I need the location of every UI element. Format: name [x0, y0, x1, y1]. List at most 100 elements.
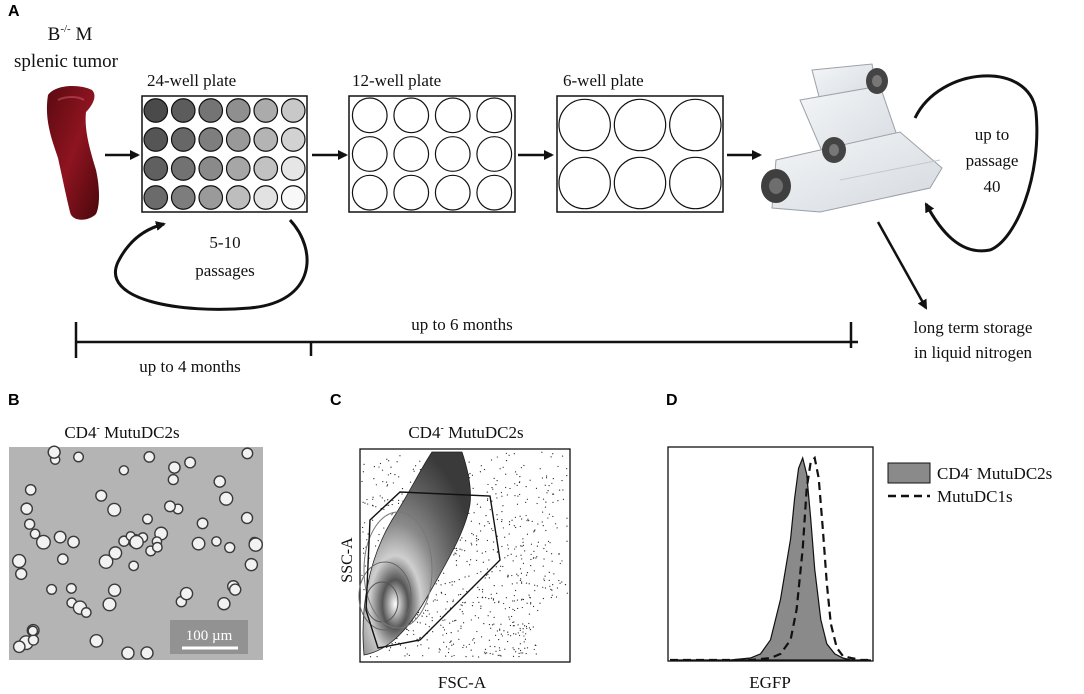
flow-dot [387, 499, 389, 501]
flow-dot [485, 514, 487, 517]
flow-dot [517, 575, 519, 577]
flow-dot [520, 652, 522, 654]
flow-dot [493, 541, 495, 543]
flow-dot [561, 479, 563, 482]
flow-dot [458, 638, 460, 640]
flow-dot [423, 612, 425, 614]
flow-dot [388, 460, 390, 462]
flow-dot [515, 526, 517, 529]
plate-well [476, 136, 513, 172]
flow-dot [362, 501, 364, 503]
flow-dot [442, 619, 444, 621]
flow-dot [513, 633, 515, 635]
flow-dot [449, 622, 451, 624]
flow-dot [460, 593, 462, 596]
arrow-to-storage [876, 221, 928, 310]
flow-dot [474, 615, 476, 617]
flow-dot [364, 522, 366, 524]
flow-dot [482, 588, 484, 591]
flow-dot [524, 638, 527, 640]
flow-dot [361, 526, 364, 529]
flow-dot [521, 582, 523, 584]
flow-dot [488, 559, 490, 561]
flow-dot [522, 631, 524, 633]
flow-dot [396, 461, 398, 463]
flow-dot [490, 528, 493, 530]
micrograph-cell [98, 554, 114, 569]
flow-dot [499, 649, 501, 651]
flow-dot [513, 453, 515, 455]
flow-dot [446, 601, 448, 603]
flow-dot [437, 580, 440, 582]
flow-dot [566, 468, 568, 470]
flow-dot [526, 627, 528, 629]
flow-dot [449, 582, 451, 584]
flow-dot [460, 627, 462, 629]
flow-dot [495, 484, 497, 486]
plate-24-title: 24-well plate [147, 71, 236, 90]
flow-dot [534, 590, 536, 592]
flow-dot [465, 656, 467, 658]
plate-12-title: 12-well plate [352, 71, 441, 90]
flow-dot [466, 590, 468, 593]
flow-dot [512, 621, 514, 624]
flow-dot [478, 589, 480, 591]
flow-dot [553, 573, 555, 575]
flow-dot [511, 583, 513, 585]
flow-dot [491, 500, 493, 502]
micrograph-cell [128, 560, 140, 572]
flow-dot [505, 597, 507, 599]
micrograph-cell [56, 553, 69, 566]
flow-dot [544, 544, 546, 546]
flow-dot [483, 468, 486, 471]
flow-dot [522, 623, 524, 625]
flow-dot [427, 610, 429, 612]
flow-dot [530, 602, 532, 604]
flow-dot [379, 462, 382, 465]
flow-dot [373, 466, 375, 468]
plate-well [393, 97, 430, 134]
flow-dot [507, 555, 509, 557]
flow-dot [468, 575, 470, 577]
flow-dot [559, 562, 561, 565]
legend-swatch-mutudc2s [887, 462, 931, 484]
plate-well [476, 97, 513, 134]
flow-dot [496, 479, 498, 482]
flow-dot [499, 468, 501, 470]
flow-dot [489, 652, 491, 655]
flow-dot [367, 503, 369, 505]
flow-dot [530, 603, 532, 605]
flow-dot [470, 520, 472, 522]
micrograph-cell [219, 491, 234, 506]
flow-dot [442, 634, 444, 636]
flow-dot [385, 481, 388, 483]
flow-dot [399, 644, 402, 646]
flow-dot [518, 652, 520, 655]
flow-dot [435, 594, 437, 596]
flow-dot [551, 594, 553, 596]
flow-dot [522, 598, 525, 601]
plate-well [225, 156, 251, 181]
flow-dot [537, 523, 539, 525]
flow-dot [516, 503, 519, 505]
plate-well [280, 156, 306, 181]
flow-dot [503, 630, 505, 632]
flow-dot [372, 496, 374, 498]
micrograph-cell [213, 475, 227, 488]
flow-dot [498, 639, 500, 641]
flow-dot [511, 519, 513, 521]
flow-dot [526, 602, 528, 604]
flow-dot [465, 646, 468, 648]
flow-dot [435, 583, 437, 585]
flow-dot [432, 631, 434, 633]
flow-dot [422, 655, 424, 657]
flow-dot [455, 560, 458, 562]
flow-dot [542, 498, 545, 500]
flow-dot [508, 606, 511, 609]
flow-dot [401, 488, 404, 490]
flow-dot [466, 560, 468, 563]
micrograph-cell [143, 450, 156, 463]
flow-dot [484, 596, 487, 599]
flow-dot [419, 622, 421, 624]
